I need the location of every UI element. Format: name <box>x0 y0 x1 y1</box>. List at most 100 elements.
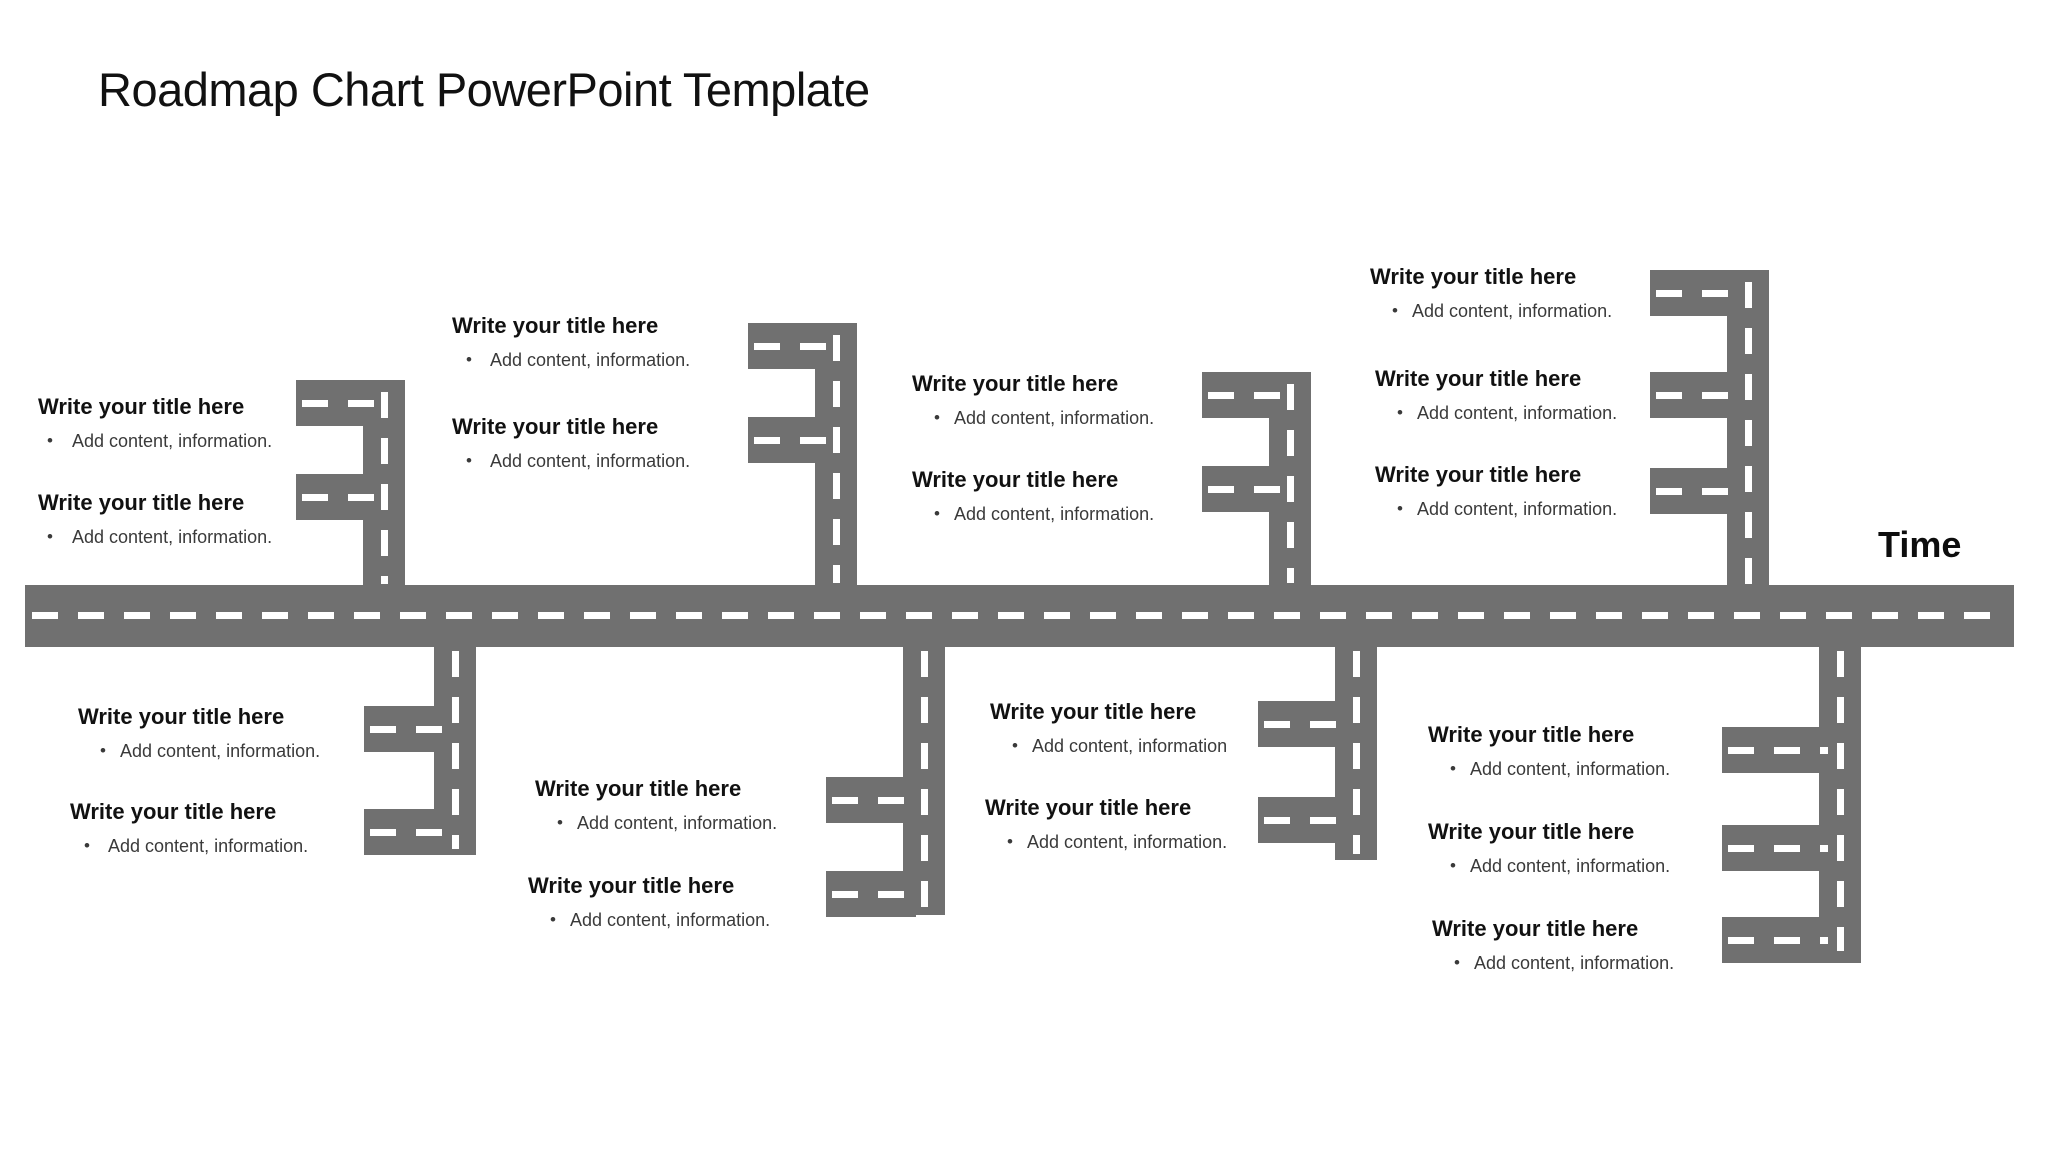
branch-down-1-arm-2-centerline <box>370 829 442 836</box>
milestone-up-1b[interactable]: Write your title here • Add content, inf… <box>38 490 273 548</box>
milestone-title: Write your title here <box>985 795 1192 820</box>
branch-up-2-trunk-centerline <box>833 335 840 583</box>
milestone-title: Write your title here <box>452 414 659 439</box>
milestone-up-3b[interactable]: Write your title here • Add content, inf… <box>912 467 1155 525</box>
branch-down-3-arm-2-centerline <box>1264 817 1344 824</box>
bullet-icon: • <box>1397 403 1403 423</box>
branch-up-1-trunk-centerline <box>381 392 388 584</box>
milestone-content: Add content, information. <box>72 431 273 452</box>
milestone-title: Write your title here <box>535 776 742 801</box>
branch-down-4-arm-3-centerline <box>1728 937 1828 944</box>
bullet-icon: • <box>934 408 940 428</box>
main-road-centerline <box>32 612 2007 619</box>
milestone-up-1a[interactable]: Write your title here • Add content, inf… <box>38 394 273 452</box>
bullet-icon: • <box>557 813 563 833</box>
milestone-down-3a[interactable]: Write your title here • Add content, inf… <box>990 699 1228 757</box>
milestone-content-row: • Add content, information. <box>912 504 1155 525</box>
milestone-title: Write your title here <box>70 799 277 824</box>
milestone-content-row: • Add content, information. <box>535 813 778 834</box>
milestone-content: Add content, information <box>1032 736 1228 757</box>
milestone-content: Add content, information. <box>1470 856 1671 877</box>
milestone-content-row: • Add content, information. <box>452 451 690 472</box>
milestone-content-row: • Add content, information. <box>70 836 309 857</box>
bullet-icon: • <box>1007 832 1013 852</box>
page-title: Roadmap Chart PowerPoint Template <box>98 63 870 116</box>
branch-down-4-trunk-centerline <box>1837 651 1844 951</box>
milestone-title: Write your title here <box>1375 462 1582 487</box>
milestone-up-4c[interactable]: Write your title here • Add content, inf… <box>1375 462 1618 520</box>
milestone-down-1a[interactable]: Write your title here • Add content, inf… <box>78 704 320 762</box>
branch-up-3-arm-1-centerline <box>1208 392 1280 399</box>
milestone-down-4a[interactable]: Write your title here • Add content, inf… <box>1428 722 1671 780</box>
milestone-title: Write your title here <box>38 490 245 515</box>
milestone-content: Add content, information. <box>490 350 691 371</box>
milestone-title: Write your title here <box>1428 722 1635 747</box>
milestone-content: Add content, information. <box>72 527 273 548</box>
branch-up-4-arm-1-centerline <box>1656 290 1736 297</box>
branch-down-3-arm-1-centerline <box>1264 721 1344 728</box>
milestone-up-4a[interactable]: Write your title here • Add content, inf… <box>1370 264 1613 322</box>
branch-up-4-arm-2-centerline <box>1656 392 1736 399</box>
milestone-content: Add content, information. <box>570 910 771 931</box>
milestone-content: Add content, information. <box>1474 953 1675 974</box>
milestone-title: Write your title here <box>912 467 1119 492</box>
branch-up-1-arm-2-centerline <box>302 494 374 501</box>
milestone-title: Write your title here <box>1375 366 1582 391</box>
branch-up-2-arm-2-centerline <box>754 437 826 444</box>
branch-up-4-trunk-centerline <box>1745 282 1752 584</box>
milestone-up-3a[interactable]: Write your title here • Add content, inf… <box>912 371 1155 429</box>
milestone-title: Write your title here <box>78 704 285 729</box>
milestone-content: Add content, information. <box>1470 759 1671 780</box>
milestone-content: Add content, information. <box>108 836 309 857</box>
milestone-up-2b[interactable]: Write your title here • Add content, inf… <box>452 414 690 472</box>
milestone-title: Write your title here <box>38 394 245 419</box>
milestone-down-2a[interactable]: Write your title here • Add content, inf… <box>535 776 778 834</box>
milestone-content-row: • Add content, information. <box>1375 403 1618 424</box>
milestone-content-row: • Add content, information. <box>38 431 273 452</box>
milestone-content-row: • Add content, information. <box>1432 953 1675 974</box>
milestone-content: Add content, information. <box>1417 499 1618 520</box>
branch-down-1-arm-1-centerline <box>370 726 442 733</box>
milestone-content: Add content, information. <box>1417 403 1618 424</box>
milestone-content: Add content, information. <box>577 813 778 834</box>
milestone-content-row: • Add content, information <box>990 736 1228 757</box>
bullet-icon: • <box>550 910 556 930</box>
milestone-content-row: • Add content, information. <box>985 832 1228 853</box>
milestone-title: Write your title here <box>1428 819 1635 844</box>
bullet-icon: • <box>47 527 53 547</box>
bullet-icon: • <box>1397 499 1403 519</box>
bullet-icon: • <box>84 836 90 856</box>
milestone-content-row: • Add content, information. <box>1428 759 1671 780</box>
branch-down-2-arm-1-centerline <box>832 797 912 804</box>
bullet-icon: • <box>934 504 940 524</box>
milestone-content-row: • Add content, information. <box>78 741 320 762</box>
bullet-icon: • <box>1450 759 1456 779</box>
milestone-content-row: • Add content, information. <box>38 527 273 548</box>
branch-up-3-arm-2-centerline <box>1208 486 1280 493</box>
milestone-title: Write your title here <box>528 873 735 898</box>
bullet-icon: • <box>100 741 106 761</box>
milestone-down-1b[interactable]: Write your title here • Add content, inf… <box>70 799 309 857</box>
branch-down-3-trunk-centerline <box>1353 651 1360 854</box>
milestone-content: Add content, information. <box>1412 301 1613 322</box>
bullet-icon: • <box>1392 301 1398 321</box>
milestone-down-2b[interactable]: Write your title here • Add content, inf… <box>528 873 771 931</box>
milestone-content: Add content, information. <box>1027 832 1228 853</box>
milestone-down-4c[interactable]: Write your title here • Add content, inf… <box>1432 916 1675 974</box>
milestone-up-2a[interactable]: Write your title here • Add content, inf… <box>452 313 691 371</box>
milestone-down-4b[interactable]: Write your title here • Add content, inf… <box>1428 819 1671 877</box>
milestone-up-4b[interactable]: Write your title here • Add content, inf… <box>1375 366 1618 424</box>
milestone-content-row: • Add content, information. <box>452 350 691 371</box>
milestone-title: Write your title here <box>990 699 1197 724</box>
branch-down-4-arm-2-centerline <box>1728 845 1828 852</box>
milestone-content-row: • Add content, information. <box>1428 856 1671 877</box>
milestone-content: Add content, information. <box>954 408 1155 429</box>
milestone-content: Add content, information. <box>954 504 1155 525</box>
milestone-content-row: • Add content, information. <box>1370 301 1613 322</box>
branch-down-2-trunk-centerline <box>921 651 928 909</box>
branch-down-2-arm-2-centerline <box>832 891 912 898</box>
branch-down-1-trunk-centerline <box>452 651 459 849</box>
milestone-down-3b[interactable]: Write your title here • Add content, inf… <box>985 795 1228 853</box>
bullet-icon: • <box>466 451 472 471</box>
milestone-content-row: • Add content, information. <box>1375 499 1618 520</box>
